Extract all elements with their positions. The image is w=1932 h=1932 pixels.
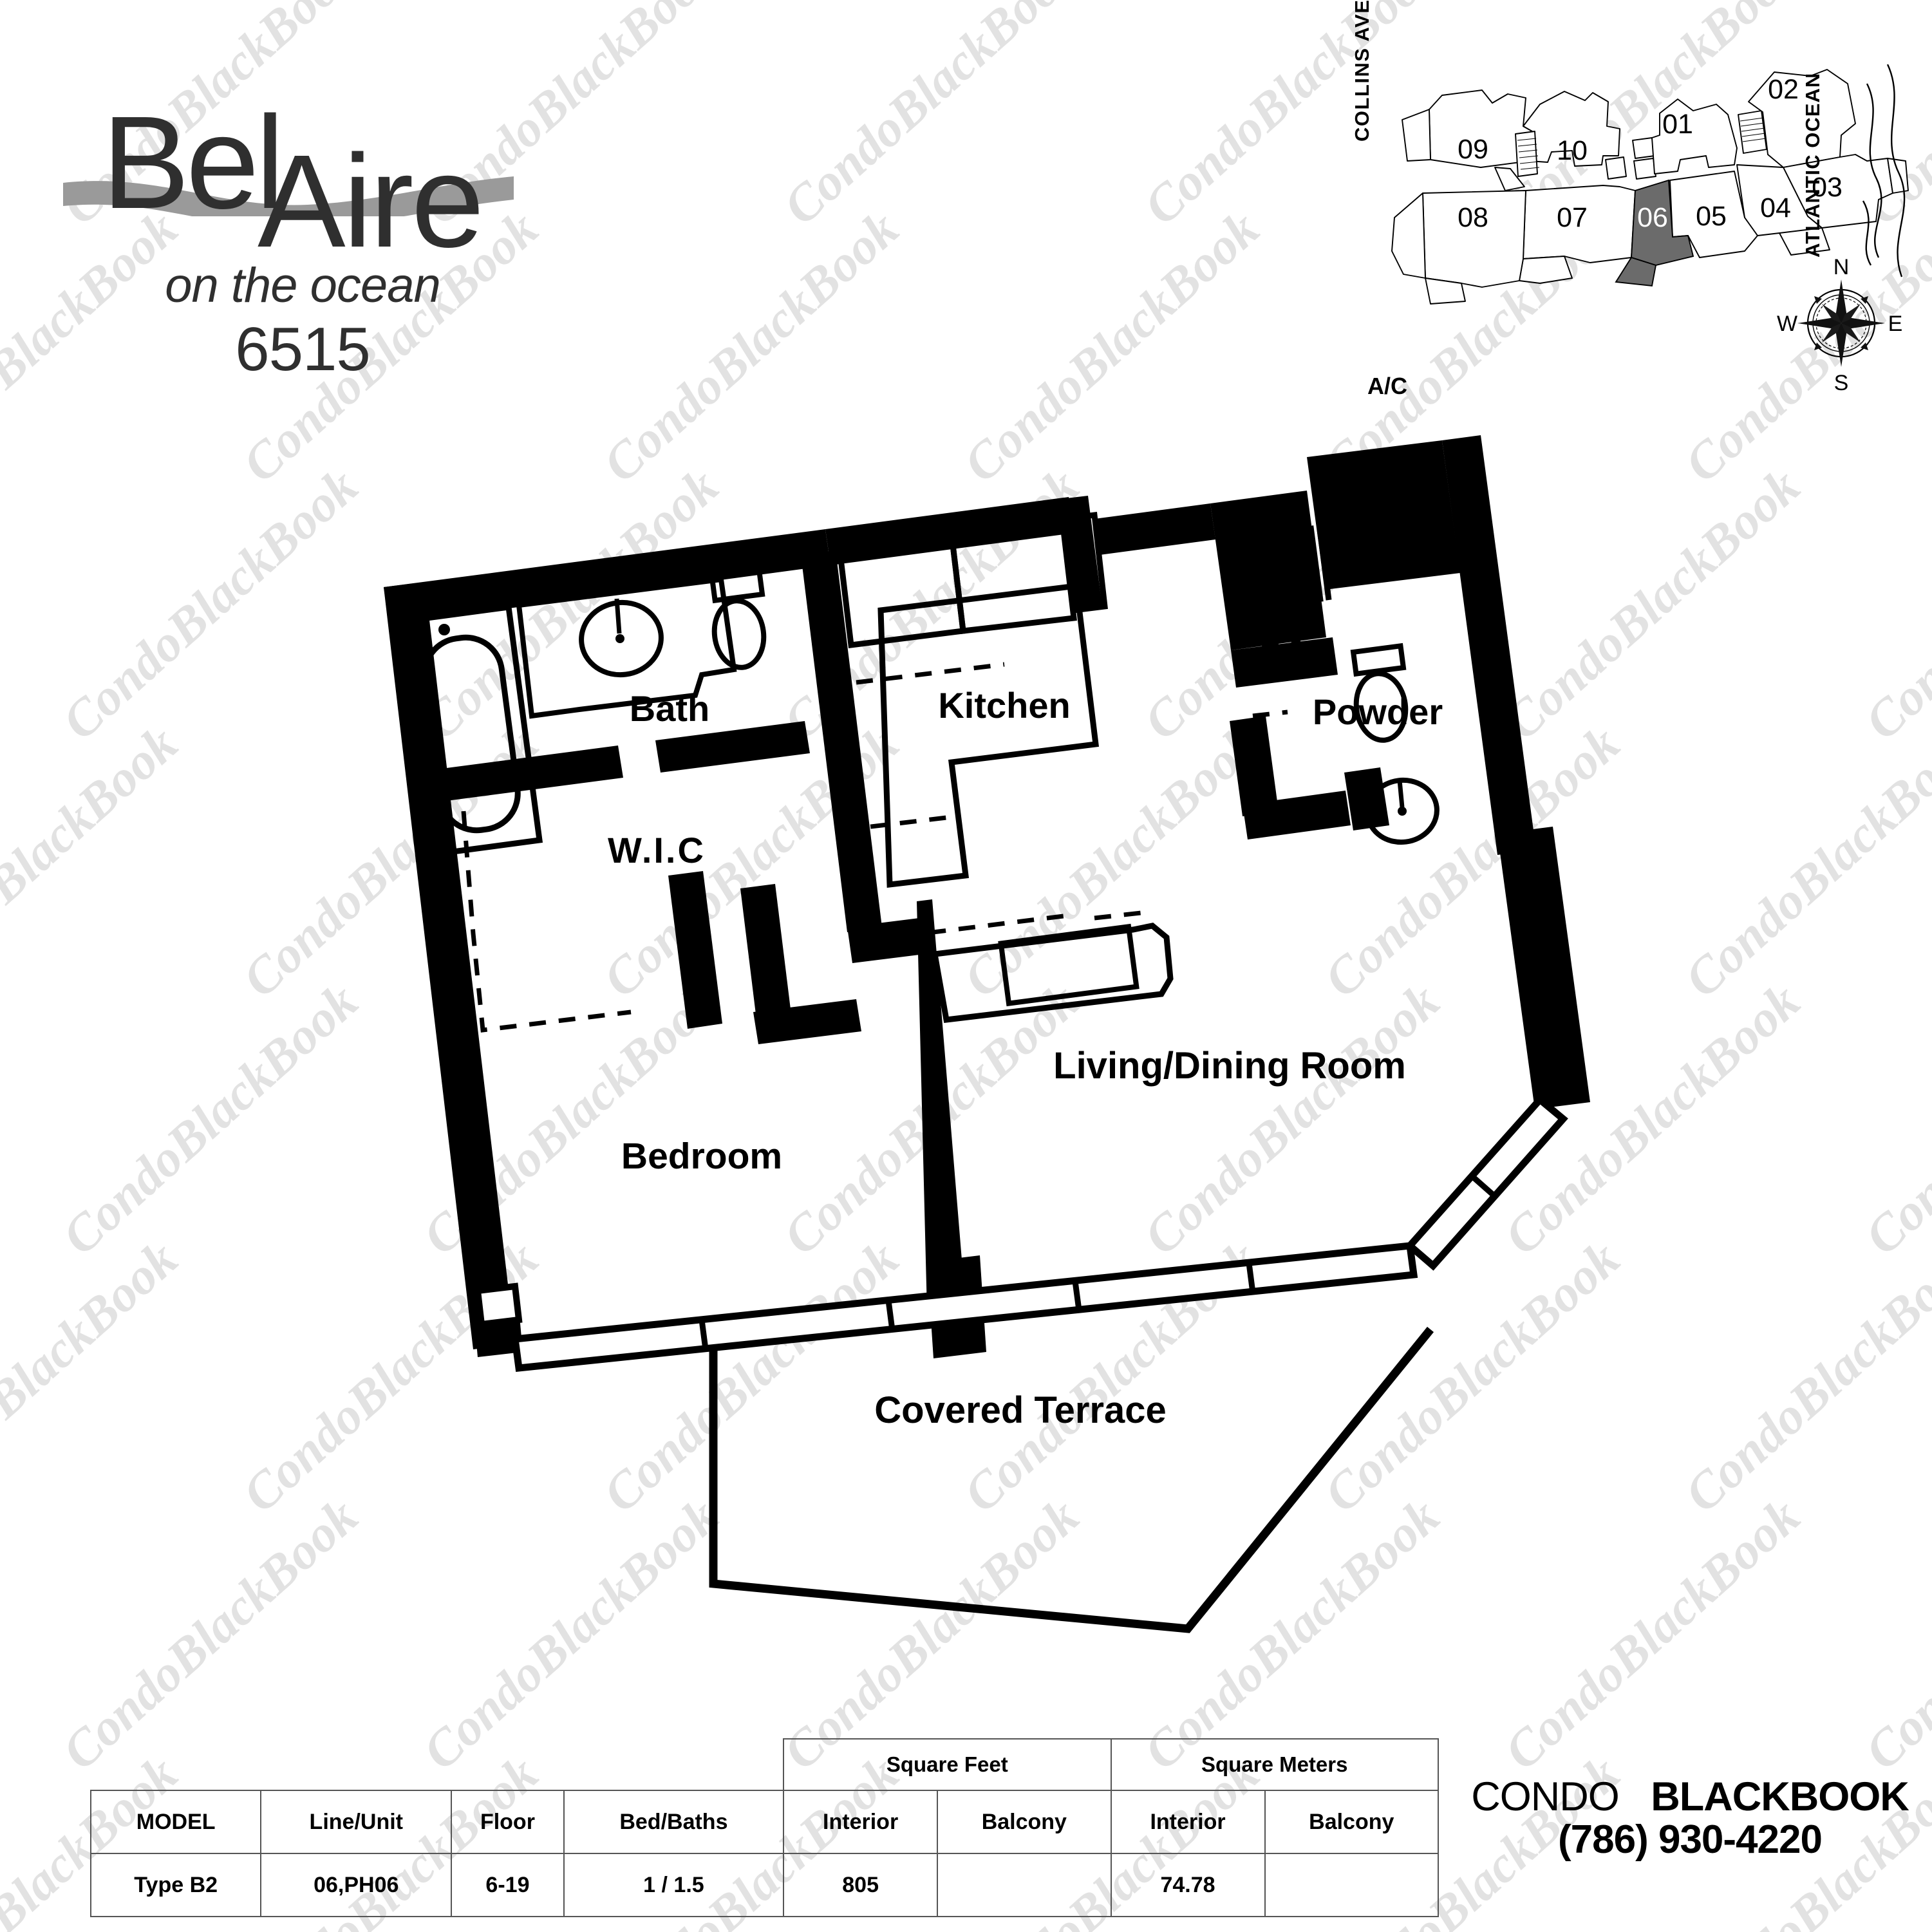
logo-tagline: on the ocean (165, 258, 441, 313)
powder-sink-icon (1365, 777, 1440, 845)
building-key-map[interactable]: 01 02 03 04 05 06 07 08 09 10 (1333, 64, 1931, 399)
keymap-label-04: 04 (1760, 192, 1791, 223)
keymap-shape-07b[interactable] (1519, 256, 1573, 284)
keymap-shape-small2 (1632, 137, 1655, 159)
keymap-shape-08c[interactable] (1425, 277, 1466, 305)
bath-sink-icon (579, 598, 664, 678)
room-label-kitchen: Kitchen (938, 685, 1070, 726)
keymap-shape-09b[interactable] (1402, 109, 1431, 162)
group-header-square-meters: Square Meters (1110, 1738, 1440, 1791)
cbb-word-blackbook: BLACKBOOK (1651, 1774, 1909, 1819)
logo-text-aire: Aire (258, 127, 485, 275)
col-header-sqft-balcony: Balcony (937, 1790, 1112, 1854)
logo-text-bel: Bel (102, 89, 285, 236)
cbb-phone-number[interactable]: (786) 930-4220 (1558, 1817, 1823, 1862)
table-group-header-row: Square Feet Square Meters (91, 1738, 1440, 1791)
col-header-bed-baths: Bed/Baths (563, 1790, 785, 1854)
keymap-shape-small3 (1633, 158, 1656, 180)
col-header-sqm-balcony: Balcony (1264, 1790, 1440, 1854)
compass-rose: N S E W (1777, 255, 1902, 395)
bel-aire-logo: Bel Aire on the ocean 6515 (63, 45, 599, 384)
exterior-walls (384, 435, 1590, 1357)
keymap-label-06: 06 (1637, 202, 1668, 233)
compass-east-label: E (1888, 312, 1903, 336)
room-label-living-dining: Living/Dining Room (1053, 1045, 1406, 1087)
keymap-shape-01[interactable] (1651, 98, 1738, 174)
keymap-label-01: 01 (1662, 109, 1693, 140)
keymap-stair-west[interactable] (1515, 131, 1538, 177)
fixture-label-wd: W/D (1262, 536, 1300, 558)
compass-west-label: W (1777, 312, 1797, 336)
group-header-square-feet: Square Feet (783, 1738, 1112, 1791)
keymap-connector (1494, 167, 1525, 191)
keymap-label-08: 08 (1458, 202, 1488, 233)
unit-spec-table: Square Feet Square Meters MODEL Line/Uni… (89, 1738, 1440, 1917)
bath-toilet-icon (709, 568, 767, 670)
keymap-label-07: 07 (1557, 202, 1588, 233)
room-label-bath: Bath (630, 688, 709, 729)
atlantic-ocean-label: ATLANTIC OCEAN (1801, 72, 1824, 258)
compass-north-label: N (1834, 255, 1850, 279)
table-column-header-row: MODEL Line/Unit Floor Bed/Baths Interior… (89, 1790, 1440, 1854)
watermark-text: CondoBlackBook (0, 0, 8, 236)
washer-dryer-fixture (1236, 525, 1332, 612)
condo-blackbook-branding[interactable]: CONDO BLACKBOOK (786) 930-4220 (1465, 1776, 1915, 1862)
kitchen-counters (838, 511, 1174, 1023)
keymap-shape-04b[interactable] (1779, 227, 1830, 256)
col-header-sqft-interior: Interior (783, 1790, 939, 1854)
cbb-word-condo: CONDO (1471, 1774, 1619, 1819)
room-label-powder: Powder (1313, 691, 1443, 732)
keymap-stair-east[interactable] (1738, 110, 1767, 154)
col-header-floor: Floor (451, 1790, 565, 1854)
ocean-wave-lines (1862, 64, 1906, 277)
room-label-wic: W.I.C (608, 830, 706, 870)
cell-line-unit: 06,PH06 (260, 1853, 453, 1917)
keymap-shape-08b[interactable] (1391, 192, 1426, 279)
watermark-text: CondoBlackBook (773, 0, 1090, 236)
keymap-shape-09[interactable] (1429, 89, 1533, 168)
bathtub-drain-icon (438, 624, 450, 635)
col-header-line-unit: Line/Unit (260, 1790, 453, 1854)
cell-bed-baths: 1 / 1.5 (563, 1853, 785, 1917)
col-header-sqm-interior: Interior (1110, 1790, 1266, 1854)
keymap-shape-06-highlight[interactable] (1615, 179, 1694, 287)
fixture-label-ac: A/C (1367, 373, 1407, 399)
keymap-label-10: 10 (1557, 135, 1588, 166)
logo-swoosh-graphic (63, 176, 514, 216)
cell-sqm-interior: 74.78 (1110, 1853, 1266, 1917)
cell-floor: 6-19 (451, 1853, 565, 1917)
keymap-label-03: 03 (1812, 172, 1843, 203)
col-header-model: MODEL (89, 1790, 262, 1854)
cell-sqft-balcony (937, 1853, 1112, 1917)
terrace-outline (709, 1326, 1434, 1633)
bathtub-fixture (413, 603, 543, 856)
cell-sqft-interior: 805 (783, 1853, 939, 1917)
powder-toilet-icon (1350, 642, 1409, 743)
cell-model: Type B2 (89, 1853, 262, 1917)
sliding-glass-doors[interactable] (474, 1094, 1568, 1373)
room-label-group: Bath Kitchen Powder W.I.C Living/Dining … (608, 373, 1443, 1431)
keymap-shape-small1 (1605, 156, 1627, 180)
unit-floor-plan[interactable]: Bath Kitchen Powder W.I.C Living/Dining … (0, 361, 1932, 1712)
bath-vanity (516, 576, 737, 719)
keymap-label-05: 05 (1696, 201, 1727, 232)
closet-dashed-lines (461, 572, 1301, 1033)
room-label-bedroom: Bedroom (621, 1136, 782, 1177)
keymap-shape-02[interactable] (1748, 69, 1856, 168)
cbb-company-name: CONDO BLACKBOOK (1465, 1776, 1915, 1818)
table-row: Type B2 06,PH06 6-19 1 / 1.5 805 74.78 (89, 1853, 1440, 1917)
logo-wordmark: Bel Aire (71, 45, 586, 267)
logo-address-number: 6515 (235, 315, 371, 384)
keymap-label-09: 09 (1458, 134, 1488, 165)
compass-south-label: S (1834, 371, 1849, 395)
cell-sqm-balcony (1264, 1853, 1440, 1917)
room-label-terrace: Covered Terrace (874, 1389, 1167, 1431)
collins-avenue-label: COLLINS AVENUE (1351, 0, 1373, 142)
ac-unit-fixture (1340, 468, 1439, 580)
keymap-label-02: 02 (1768, 74, 1799, 105)
